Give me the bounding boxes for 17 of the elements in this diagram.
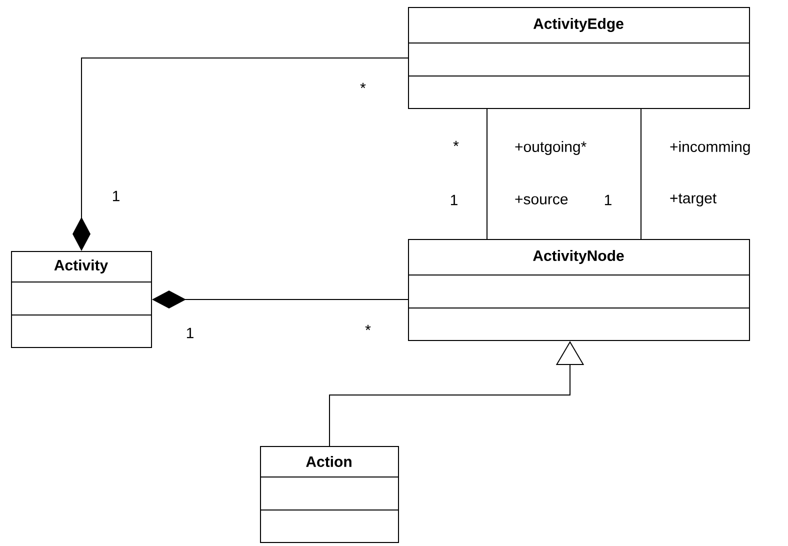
- multiplicity-label: 1: [186, 328, 194, 338]
- multiplicity-label: *: [360, 82, 366, 88]
- class-box: Action: [260, 446, 399, 543]
- multiplicity-label: +source: [515, 196, 568, 204]
- multiplicity-label: 1: [112, 190, 120, 202]
- multiplicity-label: *: [365, 324, 371, 330]
- association-line: [486, 108, 488, 240]
- multiplicity-label: +target: [670, 194, 716, 206]
- multiplicity-label: 1: [450, 194, 458, 206]
- class-box: Activity: [10, 251, 152, 348]
- association-line: [640, 108, 642, 240]
- multiplicity-label: +incomming: [670, 141, 750, 155]
- multiplicity-label: +outgoing*: [515, 141, 586, 155]
- class-box: ActivityEdge: [408, 7, 750, 109]
- class-box: ActivityNode: [408, 239, 750, 341]
- multiplicity-label: 1: [604, 194, 612, 206]
- multiplicity-label: *: [453, 140, 459, 146]
